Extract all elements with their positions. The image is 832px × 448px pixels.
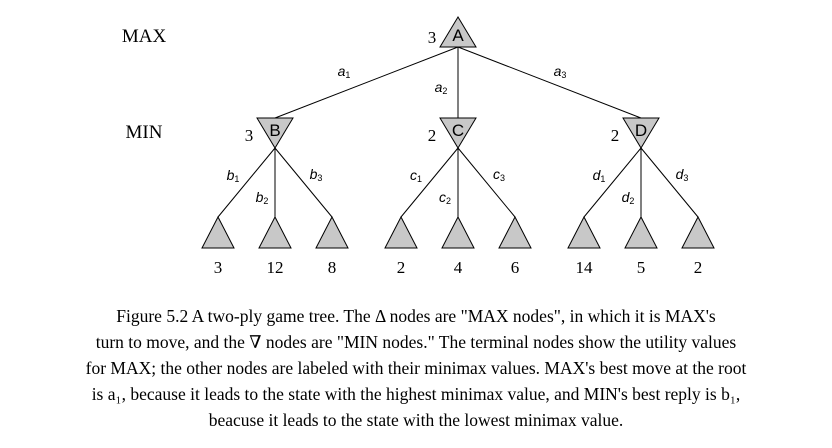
edge-label-a1: a1: [338, 63, 351, 80]
terminal-node-triangle-d2: [624, 215, 658, 249]
min-node-label-B: B: [269, 121, 280, 140]
caption-line-2: turn to move, and the ∇ nodes are "MIN n…: [95, 332, 737, 352]
root-node-label: A: [452, 26, 464, 45]
min-node-value-C: 2: [428, 126, 437, 145]
edge-D-leaf-3: [640, 147, 699, 218]
max-node-triangle: [439, 16, 477, 48]
caption-line-4: is a₁, because it leads to the state wit…: [91, 384, 741, 404]
edge-label-b3: b3: [310, 166, 323, 183]
terminal-node-triangle-b3: [315, 215, 349, 249]
min-node-label-D: D: [635, 121, 647, 140]
terminal-node-triangle-c3: [498, 215, 532, 249]
min-node-triangle-B: [256, 117, 294, 149]
terminal-utility-c3: 6: [511, 258, 520, 277]
edge-label-d3: d3: [676, 166, 689, 183]
terminal-utility-d1: 14: [576, 258, 594, 277]
edge-label-c1: c1: [410, 167, 422, 184]
min-node-triangle-D: [622, 117, 660, 149]
terminal-utility-b1: 3: [214, 258, 223, 277]
edge-label-d1: d1: [593, 167, 606, 184]
terminal-utility-b3: 8: [328, 258, 337, 277]
terminal-utility-c2: 4: [454, 258, 463, 277]
edge-label-d2: d2: [622, 189, 635, 206]
min-level-label: MIN: [126, 122, 163, 143]
edge-root-B: [274, 46, 459, 119]
edge-C-leaf-3: [457, 147, 516, 218]
edge-label-b1: b1: [227, 167, 240, 184]
caption-line-3: for MAX; the other nodes are labeled wit…: [85, 358, 747, 378]
terminal-utility-d3: 2: [694, 258, 703, 277]
root-minimax-value: 3: [428, 28, 437, 47]
edge-B-leaf-1: [217, 147, 276, 218]
edge-label-c2: c2: [439, 189, 451, 206]
min-node-value-D: 2: [611, 126, 620, 145]
terminal-node-triangle-c1: [384, 215, 418, 249]
min-node-value-B: 3: [245, 126, 254, 145]
figure-caption: Figure 5.2 A two-ply game tree. The Δ no…: [10, 303, 822, 433]
min-node-label-C: C: [452, 121, 464, 140]
game-tree: MAXMINA3a1a2a3B3b13b212b38C2c12c24c36D2d…: [122, 16, 715, 277]
edge-label-a2: a2: [435, 79, 448, 96]
min-node-triangle-C: [439, 117, 477, 149]
edge-C-leaf-1: [400, 147, 459, 218]
edge-D-leaf-1: [583, 147, 642, 218]
edge-label-b2: b2: [256, 189, 269, 206]
terminal-node-triangle-b1: [201, 215, 235, 249]
terminal-utility-c1: 2: [397, 258, 406, 277]
max-level-label: MAX: [122, 26, 167, 47]
edge-label-c3: c3: [493, 166, 505, 183]
terminal-node-triangle-c2: [441, 215, 475, 249]
edge-root-D: [457, 46, 642, 119]
terminal-node-triangle-d3: [681, 215, 715, 249]
edge-B-leaf-3: [274, 147, 333, 218]
terminal-node-triangle-b2: [258, 215, 292, 249]
terminal-node-triangle-d1: [567, 215, 601, 249]
edge-label-a3: a3: [554, 63, 567, 80]
terminal-utility-b2: 12: [267, 258, 284, 277]
caption-line-1: Figure 5.2 A two-ply game tree. The Δ no…: [116, 306, 716, 326]
terminal-utility-d2: 5: [637, 258, 646, 277]
caption-line-5: beacuse it leads to the state with the l…: [208, 410, 624, 430]
